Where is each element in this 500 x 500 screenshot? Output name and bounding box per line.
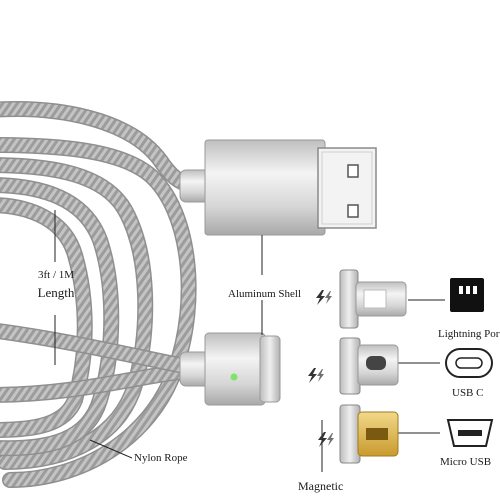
- lightning-port-icon: [450, 278, 484, 312]
- usb-c-port-icon: [445, 348, 493, 378]
- micro-usb-port-icon: [446, 419, 494, 447]
- lightning-bolt-icon: [316, 290, 332, 305]
- usb-c-label: USB C: [452, 387, 484, 399]
- lightning-bolt-icon: [318, 432, 334, 447]
- nylon-rope-label: Nylon Rope: [134, 452, 188, 464]
- lightning-bolt-icon: [308, 368, 324, 383]
- led-indicator: [230, 373, 238, 381]
- magnetic-label: Magnetic: [298, 479, 344, 493]
- micro-usb-label: Micro USB: [440, 456, 492, 468]
- lightning-bolt-icons: [308, 290, 334, 447]
- braided-cable-coil: [0, 101, 203, 488]
- usb-c-tip: [339, 337, 399, 395]
- length-label-line2: Length: [37, 285, 75, 300]
- aluminum-shell-label: Aluminum Shell: [228, 288, 302, 300]
- lightning-tip: [339, 269, 407, 329]
- length-label: 3ft / 1M Length: [28, 269, 84, 300]
- micro-usb-tip: [339, 404, 399, 464]
- leader-lines: [54, 210, 445, 472]
- lightning-port-label: Lightning Port: [438, 328, 500, 340]
- length-label-line1: 3ft / 1M: [37, 269, 75, 281]
- usb-a-connector: [179, 139, 377, 236]
- magnetic-head-connector: [179, 332, 281, 406]
